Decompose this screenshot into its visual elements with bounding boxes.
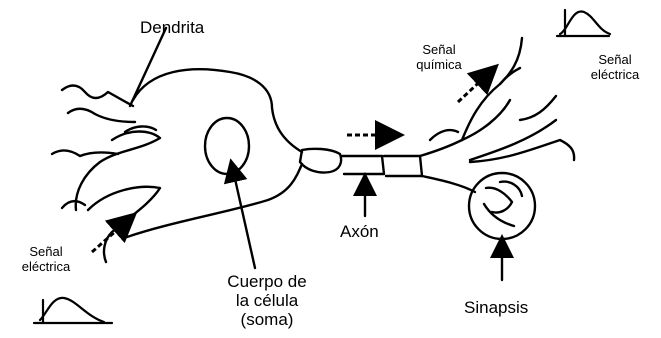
dendrite-branch-3 xyxy=(52,150,118,156)
terminal-branch-5 xyxy=(520,96,556,120)
dendrite-branch-2 xyxy=(68,109,135,122)
label-cell-body-line2: la célula xyxy=(212,291,322,310)
label-chemical-signal: Señal química xyxy=(404,42,474,72)
label-electric-signal-top-line2: eléctrica xyxy=(580,67,650,82)
axon-segment-2 xyxy=(342,156,384,174)
label-electric-signal-bottom-line1: Señal xyxy=(10,244,82,259)
chemical-signal-arrow xyxy=(458,74,488,102)
label-axon: Axón xyxy=(340,222,379,241)
dendrite-branch-1 xyxy=(62,85,133,106)
terminal-branch-3 xyxy=(462,100,510,140)
nucleus xyxy=(205,118,249,174)
label-electric-signal-bottom-line2: eléctrica xyxy=(10,259,82,274)
label-electric-signal-top-line1: Señal xyxy=(580,52,650,67)
axon-segment-3 xyxy=(384,156,422,176)
label-chemical-signal-line2: química xyxy=(404,57,474,72)
signal-pulse-icon-top xyxy=(557,10,610,36)
terminal-branch-2 xyxy=(500,68,520,84)
label-cell-body-line1: Cuerpo de xyxy=(212,272,322,291)
signal-pulse-icon-bottom xyxy=(34,298,112,323)
label-cell-body: Cuerpo de la célula (soma) xyxy=(212,272,322,329)
dendrite-pointer xyxy=(130,28,166,106)
axon-segment-1 xyxy=(300,149,341,173)
axon-terminal xyxy=(420,140,475,192)
dendrite-branch-4 xyxy=(62,201,85,208)
cell-body-lower-left xyxy=(76,132,160,211)
label-synapse: Sinapsis xyxy=(464,298,528,317)
terminal-branch-6 xyxy=(470,140,574,162)
synapse-detail-1 xyxy=(486,188,512,213)
label-chemical-signal-line1: Señal xyxy=(404,42,474,57)
label-cell-body-line3: (soma) xyxy=(212,310,322,329)
label-dendrite: Dendrita xyxy=(140,18,204,37)
label-electric-signal-top: Señal eléctrica xyxy=(580,52,650,82)
cell-body-pointer xyxy=(233,170,255,268)
terminal-branch-7 xyxy=(430,130,458,140)
label-electric-signal-bottom: Señal eléctrica xyxy=(10,244,82,274)
